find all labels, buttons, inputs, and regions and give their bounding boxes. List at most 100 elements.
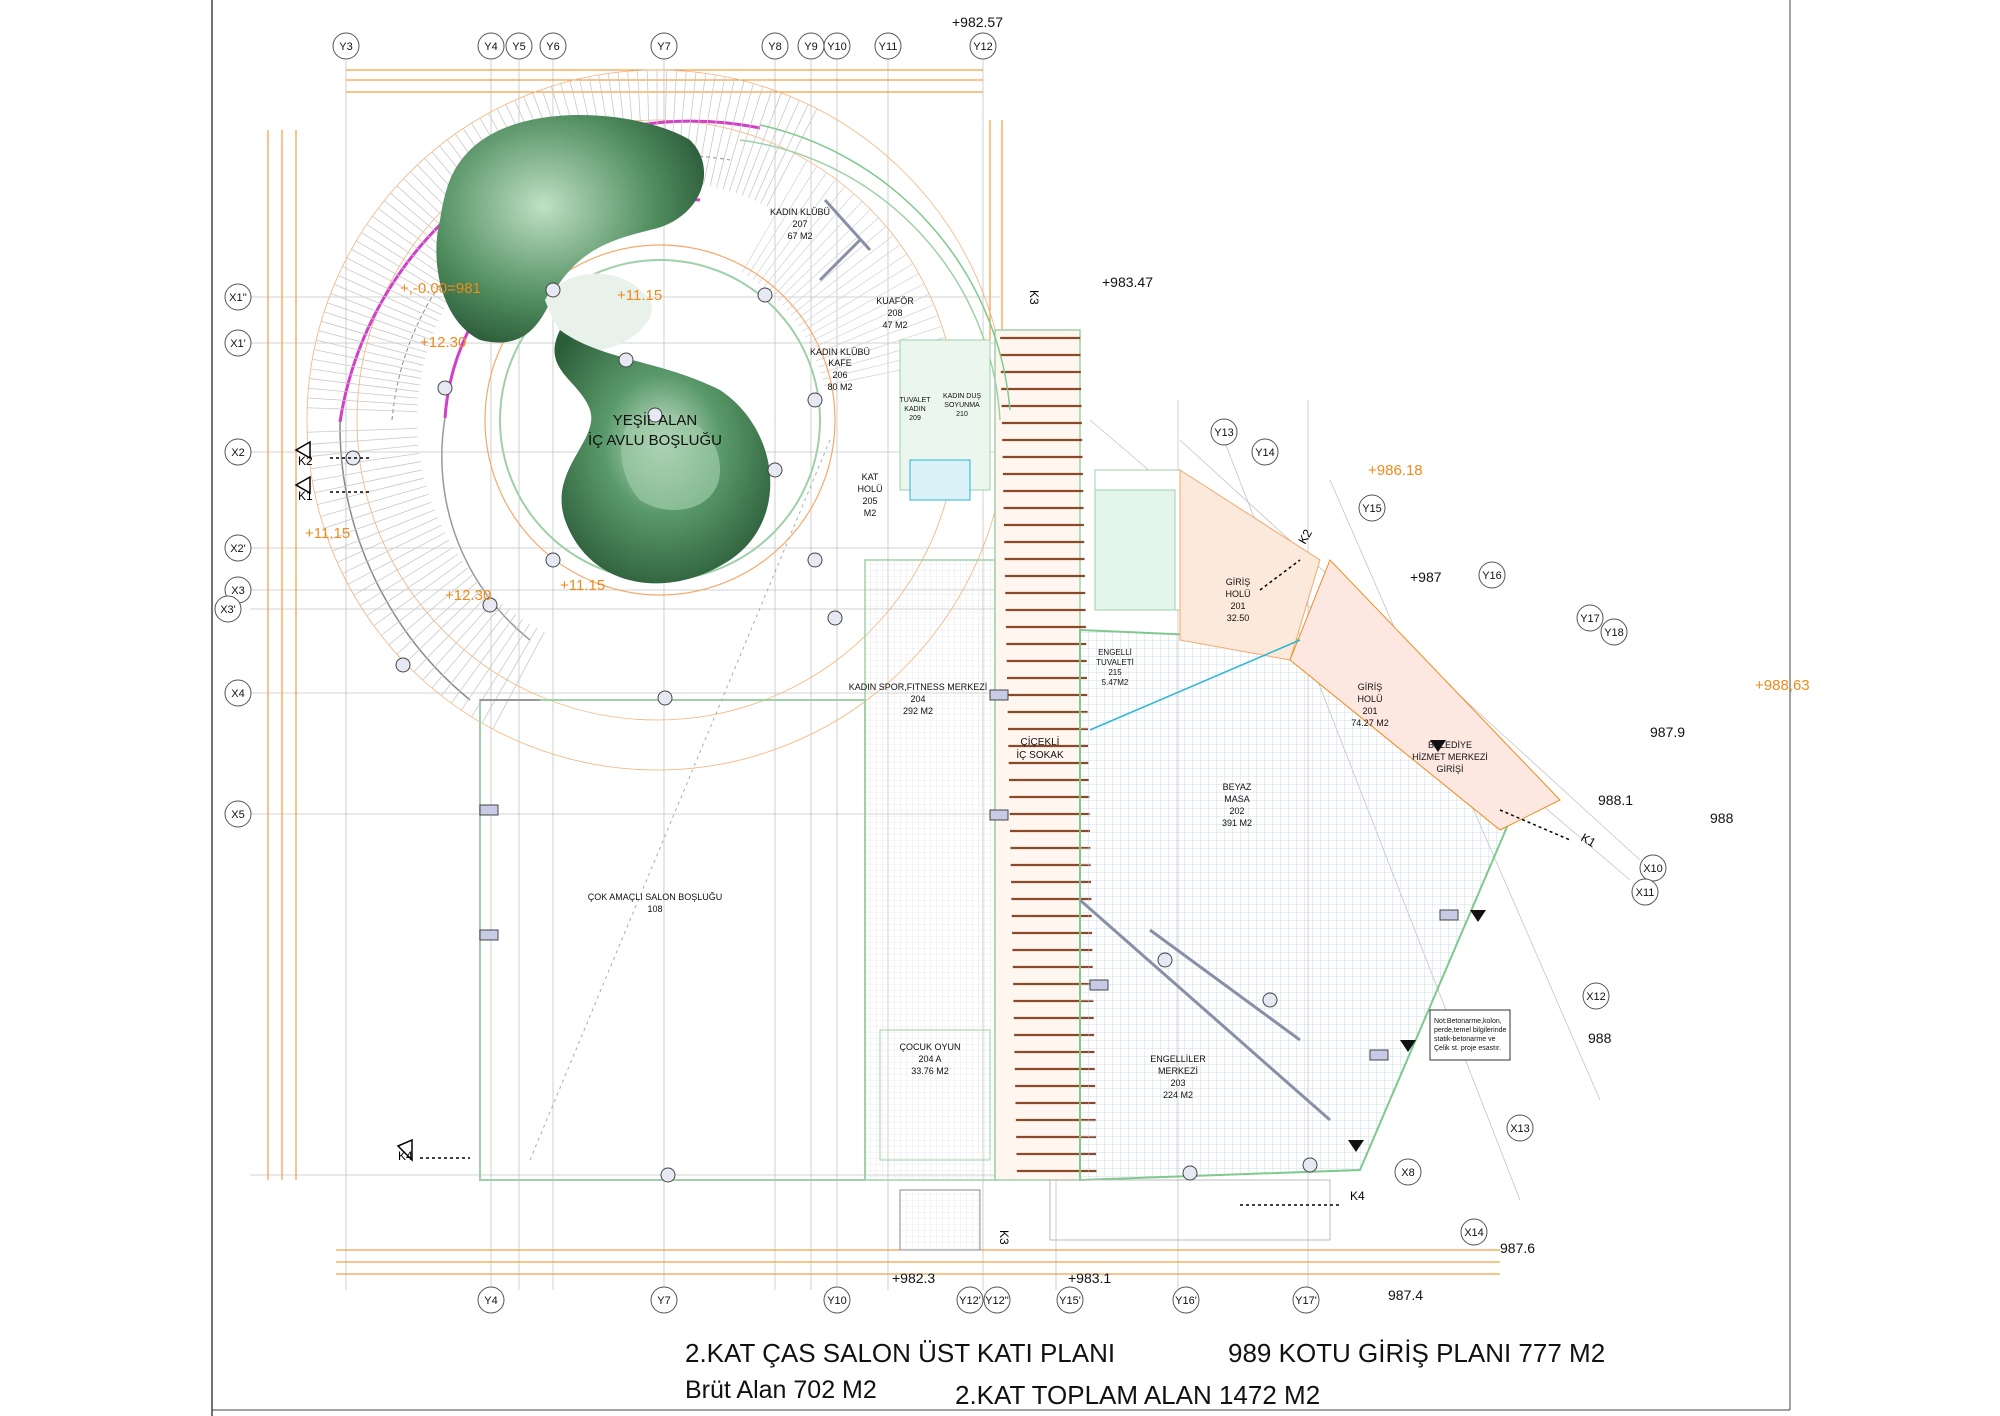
column	[479, 804, 499, 816]
cocuk-name: ÇOCUK OYUN	[899, 1042, 960, 1052]
grid-bottom-3-label: Y12'	[959, 1295, 981, 1307]
grid-left-5-label: X3'	[220, 604, 236, 616]
women-club-wing	[739, 124, 1176, 611]
ramp-tread	[317, 477, 425, 506]
ramp-tread	[460, 618, 524, 711]
column	[807, 552, 823, 568]
stair-tread	[794, 244, 901, 321]
level-top: +982.57	[952, 14, 1003, 30]
ramp-tread	[307, 427, 418, 433]
ramp-tread	[309, 378, 419, 392]
cicekli-1: ÇİÇEKLİ	[1021, 735, 1060, 748]
grid-left-2: X2	[224, 438, 252, 466]
grid-ry-3-circle	[1478, 561, 1506, 589]
grid-left-3-circle	[224, 534, 252, 562]
grid-bottom-4: Y12''	[983, 1286, 1011, 1314]
engelli-wc-3: 215	[1108, 668, 1122, 677]
grid-top-3-label: Y6	[546, 41, 559, 53]
section-k4-right: K4	[1350, 1189, 1365, 1203]
engelliler-1: ENGELLİLER	[1150, 1054, 1206, 1064]
grid-ry-2-label: Y15	[1362, 503, 1382, 515]
ramp-tread	[760, 104, 809, 204]
ramp-tread	[366, 553, 459, 617]
belediye-2: HİZMET MERKEZİ	[1412, 752, 1488, 762]
ramp-tread	[342, 266, 442, 316]
grid-left-4-label: X3	[231, 585, 244, 597]
grid-top-8: Y11	[874, 32, 902, 60]
ramp-tread	[327, 501, 432, 541]
column	[618, 352, 634, 368]
column	[1089, 979, 1109, 991]
giris-3: 201	[1362, 706, 1377, 716]
ramp-tread	[324, 493, 429, 529]
ramp-tread	[342, 524, 442, 574]
grid-top-9-label: Y12	[973, 41, 993, 53]
ramp-tread	[361, 232, 455, 292]
engelli-wc-1: ENGELLİ	[1098, 648, 1132, 657]
tuv-kadin-1: TUVALET	[900, 397, 932, 404]
ramp-tread	[709, 78, 735, 187]
kuafor-no: 208	[887, 308, 902, 318]
grid-top-1: Y4	[477, 32, 505, 60]
grid-rx-0-circle	[1639, 854, 1667, 882]
title-left-sub: Brüt Alan 702 M2	[685, 1376, 877, 1404]
ramp-tread	[310, 368, 420, 386]
grid-rx-0-label: X10	[1643, 863, 1663, 875]
cocuk-area: 33.76 M2	[911, 1066, 949, 1076]
grid-left-5-circle	[214, 595, 242, 623]
grid-ry-1-label: Y14	[1255, 447, 1275, 459]
ramp-tread	[337, 517, 438, 563]
grid-ry-3-label: Y16	[1482, 570, 1502, 582]
grid-rx-4: X8	[1394, 1158, 1422, 1186]
sheet-frame	[211, 0, 1791, 1416]
column	[1302, 1157, 1318, 1173]
title-right-main: 989 KOTU GİRİŞ PLANI 777 M2	[1228, 1338, 1606, 1368]
title-total: 2.KAT TOPLAM ALAN 1472 M2	[955, 1380, 1321, 1410]
grid-rx-3-label: X13	[1510, 1123, 1530, 1135]
belediye-3: GİRİŞİ	[1436, 764, 1463, 774]
columns	[345, 282, 1459, 1183]
section-k4-left: K4	[398, 1149, 413, 1163]
section-k2-left: K2	[298, 454, 313, 468]
grid-left-6-circle	[224, 679, 252, 707]
kuafor-area: 47 M2	[882, 320, 907, 330]
grid-top-3-circle	[539, 32, 567, 60]
level-987-4: 987.4	[1388, 1287, 1423, 1303]
ramp-tread	[324, 311, 429, 347]
grid-bottom-2: Y10	[823, 1286, 851, 1314]
giris-2: HOLÜ	[1357, 694, 1382, 704]
level-1115b: +11.15	[305, 525, 350, 542]
engelliler-4: 224 M2	[1163, 1090, 1193, 1100]
ramp-tread	[327, 302, 432, 340]
ramp-tread	[492, 631, 545, 730]
grid-top-8-circle	[874, 32, 902, 60]
ramp-tread	[471, 623, 531, 718]
stair-tread	[782, 217, 879, 306]
column	[482, 597, 498, 613]
grid-rx-4-circle	[1394, 1158, 1422, 1186]
level-1115a: +11.15	[617, 287, 662, 304]
ramp-tread	[312, 358, 421, 379]
giris-top-4: 32.50	[1227, 613, 1250, 623]
column	[660, 1167, 676, 1183]
cocuk-no: 204 A	[918, 1054, 941, 1064]
ramp-tread	[318, 330, 426, 360]
grid-rx-1: X11	[1631, 878, 1659, 906]
grid-bottom-7: Y17'	[1292, 1286, 1320, 1314]
grid-top-1-circle	[477, 32, 505, 60]
kat-holu-2: HOLÜ	[857, 484, 882, 494]
column	[647, 407, 663, 423]
grid-bottom-2-circle	[823, 1286, 851, 1314]
ramp-tread	[346, 257, 445, 310]
column	[757, 287, 773, 303]
grid-ry-1-circle	[1251, 438, 1279, 466]
level-988: 988	[1710, 810, 1734, 826]
grid-bottom-2-label: Y10	[827, 1295, 847, 1307]
giris-top-2: HOLÜ	[1225, 589, 1250, 599]
level-987-9: 987.9	[1650, 724, 1685, 740]
level-labels: +982.57 +983.47 +986.18 +987 +988,63 987…	[305, 14, 1810, 1303]
title-left-main: 2.KAT ÇAS SALON ÜST KATI PLANI	[685, 1338, 1116, 1368]
column	[989, 809, 1009, 821]
beyaz-4: 391 M2	[1222, 818, 1252, 828]
grid-rx-5-label: X14	[1464, 1227, 1484, 1239]
